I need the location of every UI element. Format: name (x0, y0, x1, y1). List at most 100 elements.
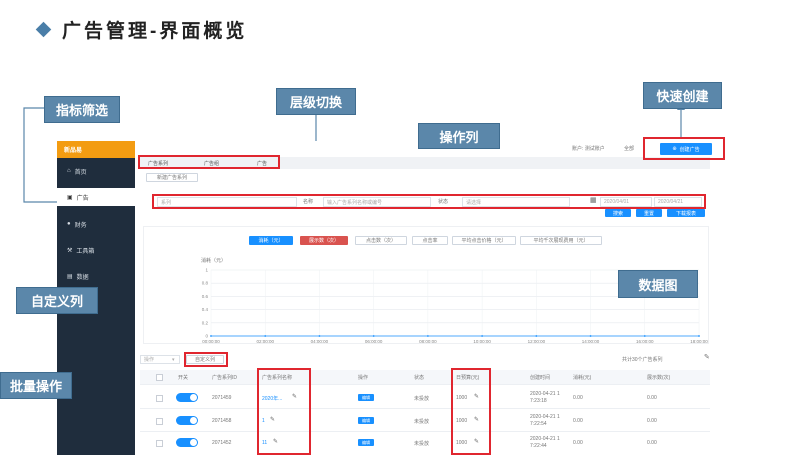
pencil-icon[interactable]: ✎ (474, 394, 480, 400)
custom-columns-highlight (184, 352, 228, 367)
row-created-date: 2020-04-21 1 (530, 414, 560, 420)
end-date-input[interactable]: 2020/04/21 (654, 197, 702, 207)
calendar-icon[interactable]: ▦ (590, 197, 597, 204)
metric-cpc-button[interactable]: 平均点击价格（元） (452, 236, 516, 245)
app-logo[interactable]: 新品易 (57, 141, 135, 158)
row-budget: 1000 (456, 395, 468, 401)
col-header-switch: 开关 (178, 375, 189, 381)
x-tick-label: 18:00:00 (690, 339, 708, 344)
row-status: 未投放 (414, 441, 430, 447)
series-point (426, 335, 429, 337)
metric-impressions-button[interactable]: 展示数（次） (300, 236, 348, 245)
row-checkbox[interactable] (156, 440, 163, 447)
reset-button[interactable]: 重置 (636, 209, 662, 217)
row-budget: 1000 (456, 440, 468, 446)
series-point (372, 335, 375, 337)
row-cost: 0.00 (573, 395, 583, 401)
row-edit-button[interactable]: 编辑 (358, 439, 374, 446)
chart-panel (143, 226, 709, 344)
row-name[interactable]: 11 (262, 440, 268, 446)
scope-label: 全部 (624, 146, 635, 152)
metric-filter-highlight (152, 194, 706, 209)
col-header-name[interactable]: 广告系列名称 (262, 375, 293, 381)
row-name[interactable]: 1 (262, 418, 265, 424)
slide-title-text: 广告管理-界面概览 (62, 21, 248, 42)
finance-icon: ● (67, 221, 71, 227)
quick-create-highlight (643, 137, 725, 160)
sidebar-item-finance[interactable]: ●财务 (67, 221, 87, 229)
row-name[interactable]: 2020年... (262, 396, 283, 402)
sidebar-item-data[interactable]: ▤数据 (67, 273, 89, 281)
row-checkbox[interactable] (156, 395, 163, 402)
row-impressions: 0.00 (647, 418, 657, 424)
series-point (589, 335, 592, 337)
row-checkbox[interactable] (156, 418, 163, 425)
select-all-checkbox[interactable] (156, 374, 163, 381)
row-divider (140, 408, 710, 409)
name-column-highlight (257, 368, 311, 455)
name-filter-input[interactable]: 输入广告系列名称或编号 (323, 197, 431, 207)
tab-campaigns[interactable]: 广告系列 (148, 160, 169, 167)
col-header-impressions[interactable]: 展示数(次) (647, 375, 671, 381)
callout-custom-columns: 自定义列 (16, 287, 98, 314)
metric-cpm-button[interactable]: 平均千次展现费用（元） (520, 236, 602, 245)
row-id: 2071458 (212, 418, 232, 424)
row-toggle[interactable] (176, 416, 198, 425)
metric-cost-button[interactable]: 消耗（元） (249, 236, 293, 245)
pencil-icon[interactable]: ✎ (474, 439, 480, 445)
status-filter-select[interactable]: 请选择 (462, 197, 570, 207)
row-id: 2071452 (212, 440, 232, 446)
series-point (210, 335, 212, 337)
name-filter-label: 名称 (303, 199, 314, 205)
row-edit-button[interactable]: 编辑 (358, 417, 374, 424)
level-tabs (140, 157, 710, 169)
ad-icon: ▣ (67, 194, 73, 201)
tab-adgroups[interactable]: 广告组 (204, 160, 220, 167)
series-point (264, 335, 267, 337)
sidebar-item-ads[interactable]: ▣广告 (57, 188, 135, 206)
batch-operation-select[interactable]: 操作▾ (140, 355, 180, 364)
edit-icon[interactable]: ✎ (704, 354, 710, 361)
pencil-icon[interactable]: ✎ (270, 417, 276, 423)
metric-ctr-button[interactable]: 点击率 (412, 236, 448, 245)
metric-clicks-button[interactable]: 点击数（次） (355, 236, 407, 245)
row-status: 未投放 (414, 419, 430, 425)
chart-ylabel: 消耗（元） (201, 257, 226, 264)
col-header-created[interactable]: 创建时间 (530, 375, 551, 381)
row-edit-button[interactable]: 编辑 (358, 394, 374, 401)
download-report-button[interactable]: 下载报表 (667, 209, 705, 217)
col-header-id[interactable]: 广告系列ID (212, 375, 238, 381)
row-created-time: 7:22:44 (530, 443, 547, 449)
plus-icon: ⊕ (672, 146, 677, 152)
create-ad-button[interactable]: ⊕创建广告 (660, 143, 712, 155)
row-toggle[interactable] (176, 438, 198, 447)
x-tick-label: 12:00:00 (528, 339, 546, 344)
col-header-cost[interactable]: 消耗(元) (573, 375, 592, 381)
custom-columns-button[interactable]: 自定义列 (186, 355, 224, 364)
callout-quick-create: 快速创建 (643, 82, 722, 109)
x-tick-label: 02:00:00 (256, 339, 274, 344)
y-tick-label: 1 (205, 268, 208, 273)
tab-ads[interactable]: 广告 (257, 160, 268, 167)
wrench-icon: ⚒ (67, 247, 73, 254)
table-header (140, 370, 710, 384)
start-date-input[interactable]: 2020/04/01 (600, 197, 652, 207)
series-filter[interactable]: 系列 (157, 197, 297, 207)
callout-metric-filter: 指标筛选 (44, 96, 120, 123)
col-header-status[interactable]: 状态 (414, 375, 425, 381)
pencil-icon[interactable]: ✎ (273, 439, 279, 445)
y-tick-label: 0.2 (202, 320, 209, 325)
new-series-button[interactable]: 新建广告系列 (146, 173, 198, 182)
sidebar-item-home[interactable]: ⌂首页 (67, 168, 87, 176)
search-button[interactable]: 搜索 (605, 209, 631, 217)
row-cost: 0.00 (573, 418, 583, 424)
sidebar-item-toolbox[interactable]: ⚒工具箱 (67, 247, 95, 255)
pencil-icon[interactable]: ✎ (292, 394, 298, 400)
chart-icon: ▤ (67, 273, 73, 280)
row-toggle[interactable] (176, 393, 198, 402)
col-header-budget[interactable]: 日预算(元) (456, 375, 480, 381)
row-divider (140, 384, 710, 385)
pencil-icon[interactable]: ✎ (474, 417, 480, 423)
row-impressions: 0.00 (647, 440, 657, 446)
